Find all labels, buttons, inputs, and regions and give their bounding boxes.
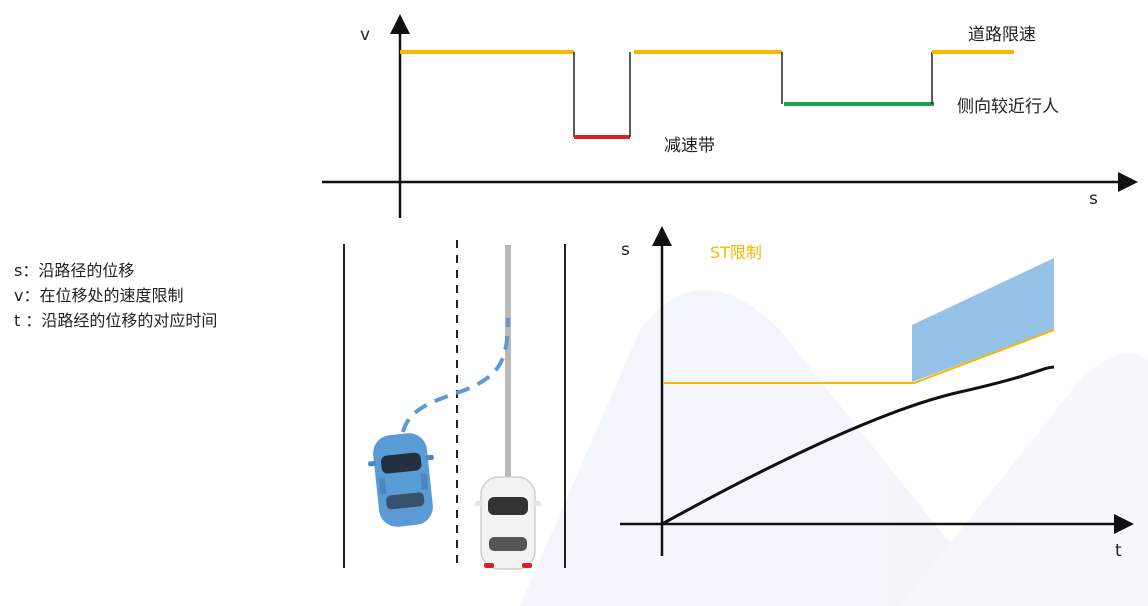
- legend-s: s：沿路径的位移: [14, 261, 135, 280]
- legend-v: v：在位移处的速度限制: [14, 286, 184, 305]
- t-axis-label: t: [1115, 541, 1122, 561]
- s-axis-label: s: [1089, 189, 1098, 209]
- v-axis-label: v: [360, 25, 370, 45]
- ego-car-icon: [475, 476, 541, 570]
- speed-limit-chart: v s 道路限速 减速带 侧向较近行人: [322, 14, 1138, 218]
- planned-st-curve: [661, 365, 1055, 526]
- cut-in-trajectory: [401, 317, 510, 433]
- s-axis-label-bottom: s: [621, 240, 630, 260]
- legend-t: t ：沿路经的位移的对应时间: [14, 311, 218, 330]
- other-car-icon: [368, 433, 434, 527]
- st-chart: s t ST限制: [620, 226, 1134, 561]
- road-scene: [343, 240, 566, 570]
- speed-bump-label: 减速带: [664, 136, 715, 156]
- st-limit-line: [664, 329, 1055, 384]
- obstacle-region: [912, 258, 1054, 382]
- road-limit-label: 道路限速: [968, 25, 1036, 45]
- variable-legend: s：沿路径的位移 v：在位移处的速度限制 t ：沿路经的位移的对应时间: [14, 258, 217, 333]
- background-watermark: [520, 290, 1148, 606]
- st-limit-label: ST限制: [710, 243, 762, 262]
- pedestrian-label: 侧向较近行人: [957, 97, 1059, 117]
